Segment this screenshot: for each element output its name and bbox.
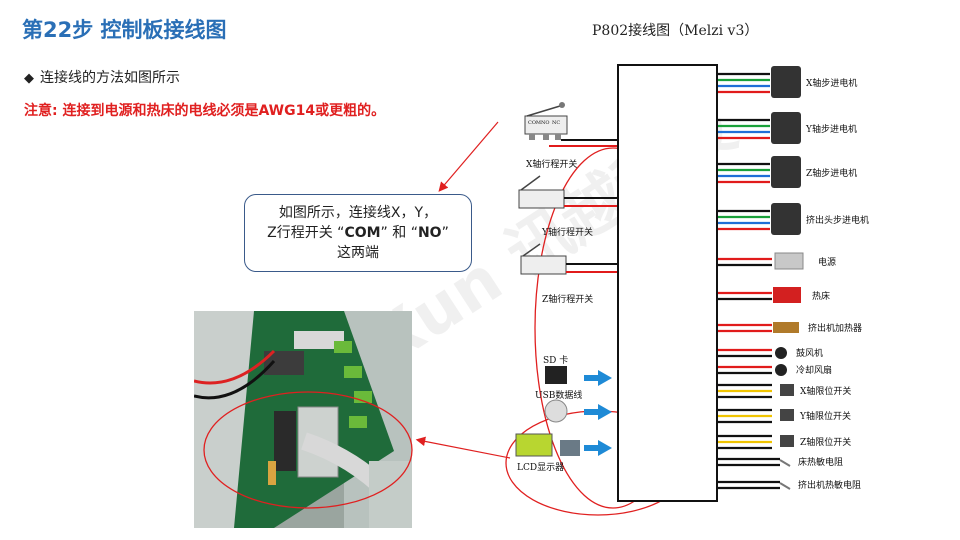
callout-note: 如图所示，连接线X，Y， Z行程开关 “COM” 和 “NO” 这两端 — [244, 194, 472, 272]
limit-switch-icon — [780, 384, 794, 396]
switch-label-x: X轴行程开关 — [526, 160, 578, 170]
heated-bed-icon — [773, 287, 801, 303]
diagram-title: P802接线图（Melzi v3） — [592, 23, 759, 39]
limit-switch-icon — [780, 409, 794, 421]
stepper-motor-icon — [771, 203, 801, 235]
sd-card-icon — [545, 366, 567, 384]
component-label-8: 鼓风机 — [796, 349, 824, 359]
peripheral-label-lcd: LCD显示器 — [517, 463, 565, 473]
component-label-12: Z轴限位开关 — [800, 438, 852, 448]
thermistor-icon — [779, 482, 791, 490]
component-label-13: 床热敏电阻 — [798, 458, 844, 468]
component-label-1: X轴步进电机 — [806, 79, 858, 89]
fan-icon — [775, 364, 787, 376]
lcd-icon — [515, 433, 553, 457]
warning-notice: 注意: 连接到电源和热床的电线必须是AWG14或更粗的。 — [24, 103, 386, 119]
sd-arrow — [584, 370, 612, 386]
thermistor-icon — [779, 459, 791, 467]
power-supply-icon — [774, 252, 804, 270]
usb-arrow — [584, 404, 612, 420]
com-terminal-label: COM — [344, 225, 381, 241]
component-label-4: 挤出头步进电机 — [806, 216, 870, 226]
switch-x — [524, 102, 618, 147]
photo-circle — [203, 391, 413, 509]
heater-cartridge-icon — [773, 322, 799, 333]
usb-cable-icon — [544, 399, 568, 423]
lcd-arrow — [584, 440, 612, 456]
component-label-10: X轴限位开关 — [800, 387, 852, 397]
instruction-text: 连接线的方法如图所示 — [40, 70, 180, 86]
stepper-motor-icon — [771, 112, 801, 144]
control-board — [617, 64, 718, 502]
switch-pin-nc: NC — [552, 120, 561, 126]
lcd-cable-icon — [560, 440, 580, 456]
fan-icon — [775, 347, 787, 359]
diamond-bullet-icon: ◆ — [24, 71, 34, 86]
photo-arrow — [415, 436, 511, 459]
board-photo — [194, 311, 412, 528]
switch-pin-no: NO — [541, 120, 550, 126]
peripheral-label-sd: SD 卡 — [543, 356, 569, 366]
component-label-3: Z轴步进电机 — [806, 169, 858, 179]
limit-switch-icon — [780, 435, 794, 447]
switch-pin-com: COM — [528, 120, 542, 126]
callout-line-3: 这两端 — [337, 245, 379, 261]
peripheral-label-usb: USB数据线 — [535, 391, 583, 401]
component-label-7: 挤出机加热器 — [808, 324, 863, 334]
stepper-motor-icon — [771, 66, 801, 98]
component-label-6: 热床 — [812, 292, 831, 302]
board-photo-drawing — [194, 311, 412, 528]
callout-line-2: Z行程开关 “COM” 和 “NO” — [267, 225, 449, 241]
switch-z — [520, 243, 618, 275]
component-label-2: Y轴步进电机 — [806, 125, 857, 135]
switch-label-y: Y轴行程开关 — [542, 228, 593, 238]
component-label-5: 电源 — [818, 258, 837, 268]
no-terminal-label: NO — [417, 225, 442, 241]
component-label-9: 冷却风扇 — [796, 366, 833, 376]
stepper-motor-icon — [771, 156, 801, 188]
callout-line-1: 如图所示，连接线X，Y， — [278, 205, 438, 221]
callout-arrow — [438, 121, 499, 192]
component-label-14: 挤出机热敏电阻 — [798, 481, 862, 491]
component-label-11: Y轴限位开关 — [800, 412, 851, 422]
page-title: 第22步 控制板接线图 — [22, 18, 227, 42]
switch-label-z: Z轴行程开关 — [542, 295, 594, 305]
instruction-bullet: ◆ 连接线的方法如图所示 — [24, 67, 180, 87]
switch-y — [518, 175, 618, 209]
